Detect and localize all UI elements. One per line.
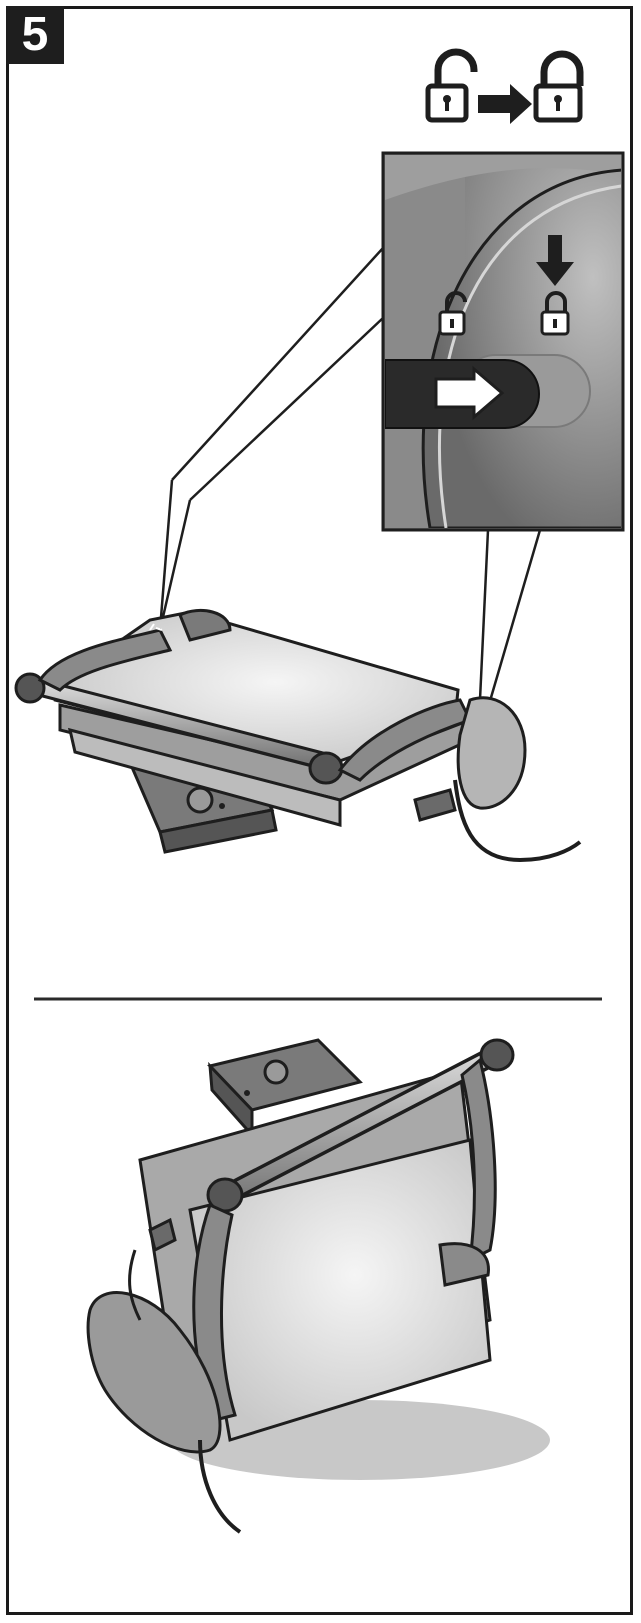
grill-upright-illustration bbox=[88, 1040, 550, 1532]
right-arrow-icon bbox=[478, 84, 532, 124]
grill-open-illustration bbox=[16, 610, 580, 860]
lock-sequence bbox=[428, 52, 580, 124]
temperature-knob bbox=[188, 788, 212, 812]
unlocked-padlock-icon bbox=[428, 52, 474, 120]
locked-padlock-icon bbox=[536, 54, 580, 120]
zoom-detail bbox=[383, 153, 630, 530]
lock-slider bbox=[385, 360, 539, 428]
temperature-knob-upright bbox=[265, 1061, 287, 1083]
